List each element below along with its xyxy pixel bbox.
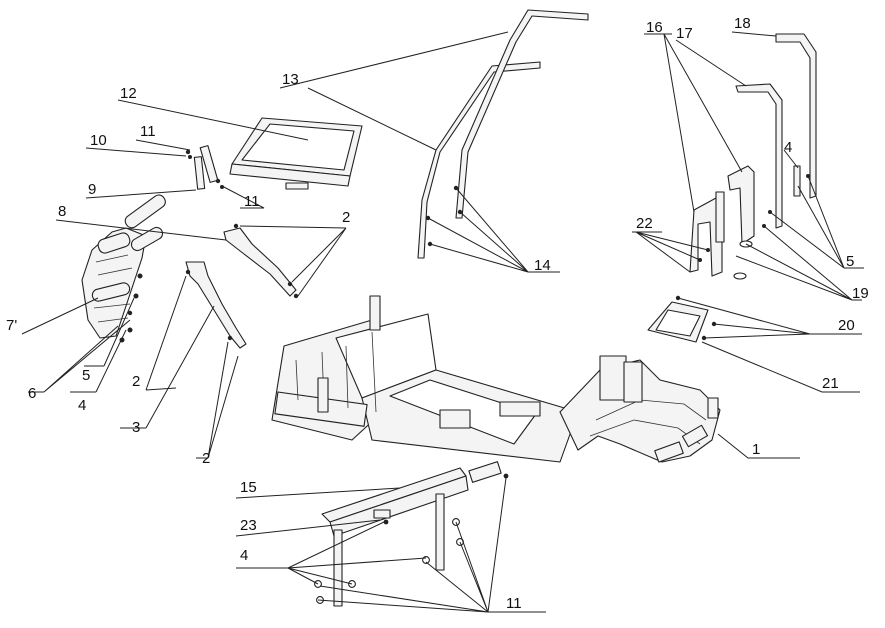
callout-5-b: 5: [846, 253, 854, 270]
callout-23: 23: [240, 517, 257, 534]
callout-11-a: 11: [140, 123, 156, 140]
callout-labels: 1 2 2 2 3 4 4 4 5 5 6 7' 8 9 10 11 11 11…: [6, 15, 869, 612]
callout-13: 13: [282, 71, 299, 88]
callout-1: 1: [752, 441, 760, 458]
callout-4-a: 4: [78, 397, 86, 414]
callout-4-b: 4: [784, 139, 792, 156]
callout-14: 14: [534, 257, 551, 274]
part-7-front-bumper: [81, 194, 166, 343]
part-9-10-brackets: [185, 145, 224, 190]
callout-10: 10: [90, 132, 107, 149]
callout-15: 15: [240, 479, 257, 496]
callout-9: 9: [88, 181, 96, 198]
part-13-roof-bars: [417, 9, 589, 259]
callout-12: 12: [120, 85, 137, 102]
callout-16: 16: [646, 19, 663, 36]
part-12-tray: [229, 117, 363, 190]
callout-4-c: 4: [240, 547, 248, 564]
callout-7-prime: 7': [6, 317, 17, 334]
callout-22: 22: [636, 215, 653, 232]
part-15-23-bottom-bracket: [314, 461, 509, 607]
callout-11-b: 11: [244, 193, 260, 210]
leader-lines: [21, 31, 864, 613]
callout-2-b: 2: [132, 373, 140, 390]
callout-2-c: 2: [202, 450, 210, 467]
callout-17: 17: [676, 25, 693, 42]
callout-21: 21: [822, 375, 839, 392]
part-16-17-18-rear-posts: [689, 33, 817, 280]
callout-19: 19: [852, 285, 869, 302]
callout-5-a: 5: [82, 367, 90, 384]
part-20-plate: [647, 295, 717, 343]
callout-8: 8: [58, 203, 66, 220]
part-3-bar: [185, 261, 247, 349]
callout-18: 18: [734, 15, 751, 32]
callout-11-c: 11: [506, 595, 522, 612]
part-8-bar: [223, 223, 299, 299]
part-1-main-frame: [271, 295, 721, 463]
callout-3: 3: [132, 419, 140, 436]
callout-6: 6: [28, 385, 36, 402]
callout-20: 20: [838, 317, 855, 334]
callout-2-a: 2: [342, 209, 350, 226]
